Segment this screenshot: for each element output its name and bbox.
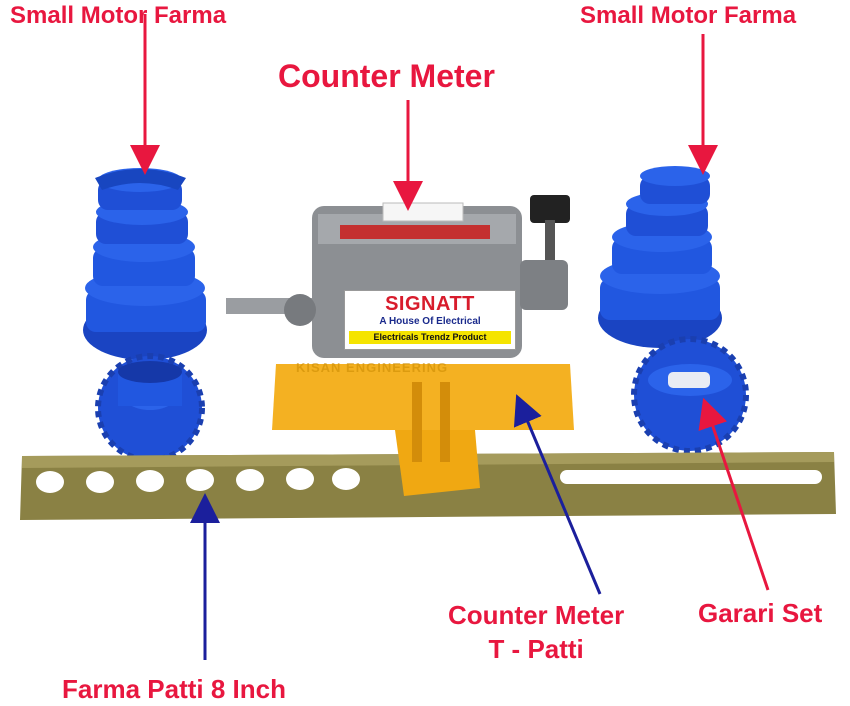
arrow-garari xyxy=(698,397,770,591)
label-t-patti-line2: T - Patti xyxy=(488,634,584,664)
label-t-patti-line1: Counter Meter xyxy=(448,600,625,630)
plate-embossed-text: KISAN ENGINEERING xyxy=(296,360,449,375)
brand-label: SIGNATT A House Of Electrical Electrical… xyxy=(344,290,516,350)
right-gear xyxy=(631,336,749,454)
left-formers xyxy=(83,168,207,360)
right-formers xyxy=(598,166,722,348)
label-small-motor-farma-right: Small Motor Farma xyxy=(580,2,797,29)
brand-strip: Electricals Trendz Product xyxy=(349,331,511,344)
label-garari-set: Garari Set xyxy=(698,598,823,628)
left-gear xyxy=(95,353,205,463)
arrow-t-patti xyxy=(513,394,602,595)
brand-tagline: A House Of Electrical xyxy=(379,316,481,327)
t-patti-plate xyxy=(272,364,574,496)
label-small-motor-farma-left: Small Motor Farma xyxy=(10,2,227,29)
brand-name: SIGNATT xyxy=(385,293,475,315)
label-farma-patti: Farma Patti 8 Inch xyxy=(62,674,286,704)
label-counter-meter: Counter Meter xyxy=(278,58,495,94)
label-counter-meter-t-patti: Counter Meter T - Patti xyxy=(448,598,624,666)
